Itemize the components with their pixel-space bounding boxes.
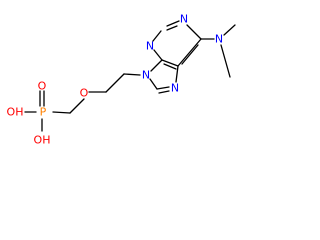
bond-ch2-ch2: [105, 73, 125, 93]
oxygen-phosphoryl-label: O: [38, 80, 47, 93]
bond-n-methyl-lower: [220, 44, 231, 78]
chemical-structure: N N N N N O P O OH OH: [7, 13, 236, 147]
phosphorus-label: P: [40, 106, 47, 119]
nitrogen-n3-label: N: [146, 40, 154, 53]
bond-ch2-p: [52, 111, 71, 114]
bonds: [24, 20, 236, 132]
hydroxyl-lower-label: OH: [34, 134, 51, 147]
bond-o-ether-ch2: [69, 98, 85, 114]
bond-n-methyl-upper: [223, 24, 236, 36]
oxygen-ether-label: O: [80, 87, 89, 100]
bond-n1-c2: [166, 20, 180, 27]
bond-c2-n1-double: [166, 25, 178, 31]
nitrogen-dimethylamino-label: N: [215, 33, 223, 46]
bond-c4-n9: [150, 59, 163, 72]
nitrogen-n1-label: N: [180, 13, 188, 26]
nitrogen-n7-label: N: [171, 82, 179, 95]
bond-c4-c5-double: [163, 63, 177, 70]
bond-c6-n1: [186, 24, 202, 40]
bond-c5-c6: [177, 38, 202, 67]
bond-c2-n3: [152, 30, 162, 42]
bond-c4-c5: [161, 59, 179, 67]
bond-c8-n7: [156, 86, 170, 90]
bond-n9-ch2: [123, 73, 141, 76]
hydroxyl-upper-label: OH: [7, 106, 24, 119]
bond-n3-c4: [153, 49, 163, 61]
nitrogen-n9-label: N: [142, 69, 150, 82]
bond-c5-c6-double: [181, 44, 199, 65]
bond-n9-c8: [149, 78, 158, 90]
bond-c8-n7-double: [158, 90, 170, 94]
atom-labels: N N N N N O P O OH OH: [7, 13, 224, 147]
bond-n7-c5: [175, 65, 179, 83]
